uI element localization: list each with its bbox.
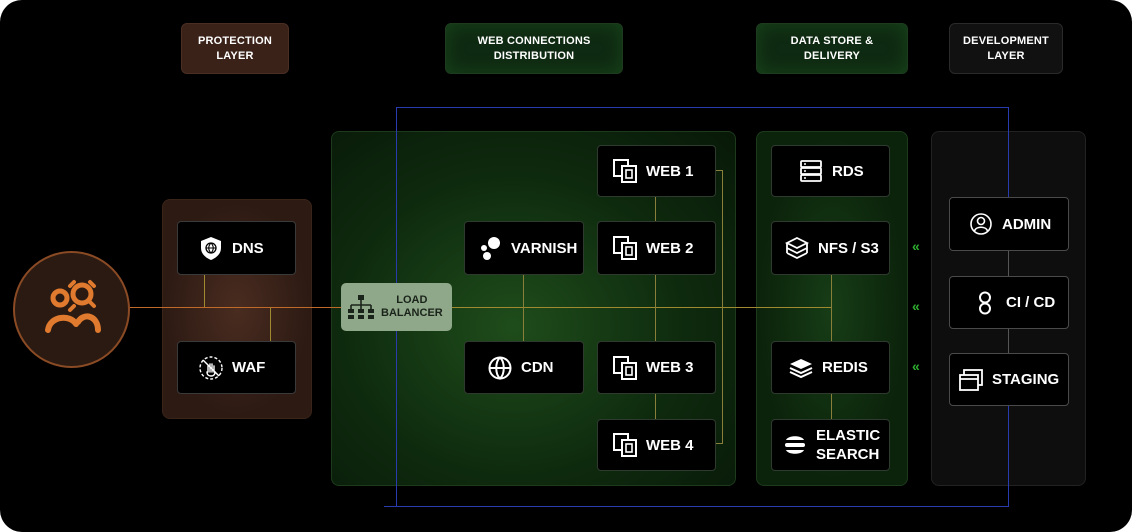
chevron-left-icon: « (912, 298, 920, 314)
database-server-icon (798, 158, 824, 184)
cdn-label: CDN (521, 359, 554, 376)
nfs-node[interactable]: NFS / S3 (771, 221, 890, 275)
stacked-squares-icon (612, 158, 638, 184)
nfs-redis-connector (831, 275, 832, 341)
web-servers-connector (655, 197, 656, 419)
user-to-lb-line (128, 307, 342, 308)
blue-outline-top (396, 107, 1009, 108)
cicd-staging-connector (1008, 329, 1009, 353)
chevron-left-icon: « (912, 238, 920, 254)
blue-outline-bottom (384, 506, 1009, 507)
web2-label: WEB 2 (646, 239, 694, 257)
waf-label: WAF (232, 359, 266, 376)
web2-node[interactable]: WEB 2 (597, 221, 716, 275)
chevron-left-icon: « (912, 358, 920, 374)
redis-label: REDIS (822, 359, 868, 376)
user-circle-icon (968, 211, 994, 237)
varnish-label: VARNISH (511, 239, 578, 257)
globe-icon (487, 355, 513, 381)
web3-node[interactable]: WEB 3 (597, 341, 716, 394)
admin-label: ADMIN (1002, 215, 1052, 233)
load-balancer-node[interactable]: LOAD BALANCER (341, 283, 452, 331)
layers-cube-icon (784, 235, 810, 261)
header-protection-layer: PROTECTION LAYER (181, 23, 289, 74)
elastic-icon (782, 432, 808, 458)
waf-connector (270, 307, 271, 341)
staging-label: STAGING (992, 371, 1060, 388)
rds-label: RDS (832, 162, 864, 180)
bubbles-icon (477, 235, 503, 261)
stacked-squares-icon (612, 432, 638, 458)
rds-node[interactable]: RDS (771, 145, 890, 197)
cdn-node[interactable]: CDN (464, 341, 584, 394)
hierarchy-icon (347, 293, 375, 321)
elastic-node[interactable]: ELASTIC SEARCH (771, 419, 890, 471)
redis-node[interactable]: REDIS (771, 341, 890, 394)
staging-node[interactable]: STAGING (949, 353, 1069, 406)
dns-label: DNS (232, 239, 264, 257)
web4-node[interactable]: WEB 4 (597, 419, 716, 471)
web-right-bracket (722, 170, 723, 443)
web3-label: WEB 3 (646, 359, 694, 376)
waf-node[interactable]: WAF (177, 341, 296, 394)
dns-connector (204, 275, 205, 307)
redis-elastic-connector (831, 394, 832, 419)
header-development-layer: DEVELOPMENT LAYER (949, 23, 1063, 74)
shield-globe-icon (198, 235, 224, 261)
load-balancer-label: LOAD BALANCER (381, 294, 443, 319)
varnish-node[interactable]: VARNISH (464, 221, 584, 275)
web1-bracket (716, 170, 723, 171)
web4-bracket (716, 443, 723, 444)
stacked-squares-icon (612, 355, 638, 381)
cicd-label: CI / CD (1006, 294, 1056, 311)
hand-stop-icon (198, 355, 224, 381)
web4-label: WEB 4 (646, 436, 694, 454)
user-group-icon (44, 279, 101, 333)
stack-layers-icon (788, 355, 814, 381)
main-bus-line (452, 307, 832, 308)
elastic-label: ELASTIC SEARCH (816, 427, 881, 463)
stacked-squares-icon (612, 235, 638, 261)
windows-icon (958, 367, 984, 393)
nfs-label: NFS / S3 (818, 239, 879, 257)
header-data-store: DATA STORE & DELIVERY (756, 23, 908, 74)
infinity-link-icon (972, 290, 998, 316)
dns-node[interactable]: DNS (177, 221, 296, 275)
user-node (13, 251, 130, 368)
header-web-connections: WEB CONNECTIONS DISTRIBUTION (445, 23, 623, 74)
varnish-cdn-connector (523, 275, 524, 341)
admin-node[interactable]: ADMIN (949, 197, 1069, 251)
web1-label: WEB 1 (646, 162, 694, 180)
admin-cicd-connector (1008, 251, 1009, 276)
web1-node[interactable]: WEB 1 (597, 145, 716, 197)
cicd-node[interactable]: CI / CD (949, 276, 1069, 329)
